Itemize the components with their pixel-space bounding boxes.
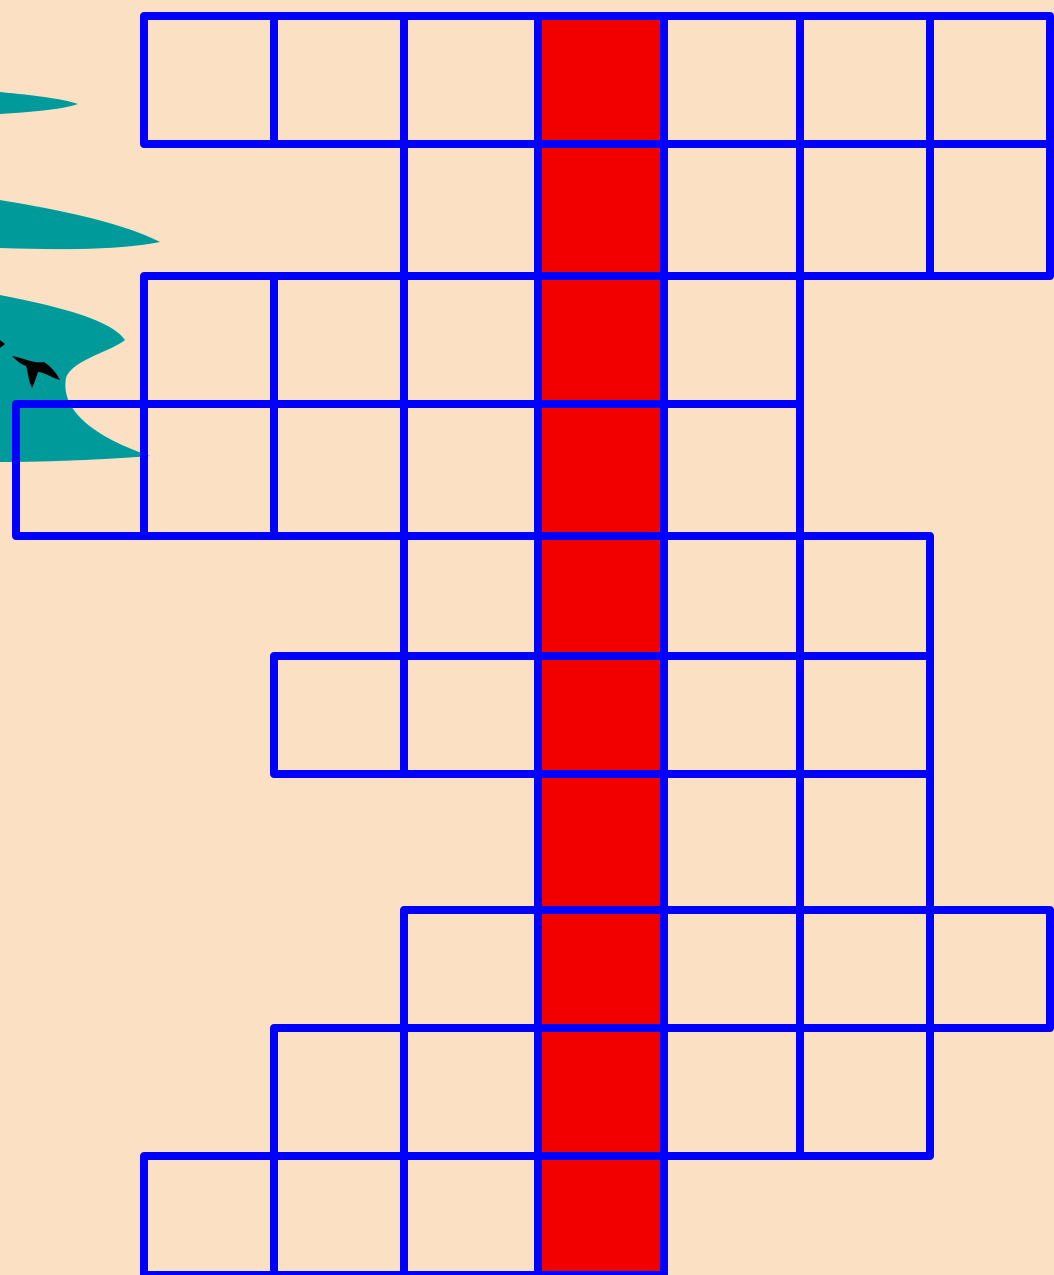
crossword-cell[interactable] (274, 276, 404, 404)
leaf-bottom (0, 295, 150, 462)
highlight-cell (538, 1156, 664, 1275)
highlight-cell (538, 16, 664, 144)
highlight-cell (538, 144, 664, 276)
crossword-cell[interactable] (800, 1028, 930, 1156)
crossword-cell[interactable] (404, 144, 538, 276)
highlight-cell (538, 656, 664, 774)
crossword-cell[interactable] (404, 1028, 538, 1156)
crossword-cell[interactable] (144, 16, 274, 144)
crossword-cell[interactable] (664, 276, 800, 404)
highlight-cell (538, 1028, 664, 1156)
leaf-middle (0, 200, 160, 249)
crossword-cell[interactable] (404, 910, 538, 1028)
crossword-cell[interactable] (930, 910, 1050, 1028)
crossword-cell[interactable] (800, 536, 930, 656)
crossword-cell[interactable] (274, 1156, 404, 1275)
crossword-cell[interactable] (274, 404, 404, 536)
crossword-cell[interactable] (404, 656, 538, 774)
crossword-cell[interactable] (404, 16, 538, 144)
crossword-cell[interactable] (664, 16, 800, 144)
highlight-cell (538, 774, 664, 910)
leaf-top (0, 92, 78, 114)
highlight-column (538, 16, 664, 1275)
crossword-cell[interactable] (404, 404, 538, 536)
crossword-cell[interactable] (664, 144, 800, 276)
crossword-cell[interactable] (930, 16, 1050, 144)
crossword-cell[interactable] (664, 1028, 800, 1156)
crossword-cell[interactable] (274, 16, 404, 144)
crossword-cell[interactable] (800, 774, 930, 910)
crossword-cell[interactable] (144, 404, 274, 536)
highlight-cell (538, 910, 664, 1028)
crossword-cell[interactable] (664, 774, 800, 910)
crossword-cell[interactable] (404, 1156, 538, 1275)
crossword-cell[interactable] (274, 656, 404, 774)
crossword-cell[interactable] (800, 144, 930, 276)
crossword-cell[interactable] (404, 536, 538, 656)
crossword-cell[interactable] (930, 144, 1050, 276)
crossword-cell[interactable] (144, 1156, 274, 1275)
crossword-cell[interactable] (144, 276, 274, 404)
crossword-grid (16, 16, 1050, 1275)
crossword-cell[interactable] (664, 536, 800, 656)
crossword-cell[interactable] (664, 910, 800, 1028)
highlight-cell (538, 276, 664, 404)
crossword-cell[interactable] (664, 656, 800, 774)
highlight-cell (538, 404, 664, 536)
crossword-cell[interactable] (800, 910, 930, 1028)
highlight-cell (538, 536, 664, 656)
crossword-cell[interactable] (800, 656, 930, 774)
crossword-cell[interactable] (664, 404, 800, 536)
crossword-cell[interactable] (404, 276, 538, 404)
crossword-cell[interactable] (274, 1028, 404, 1156)
crossword-cell[interactable] (800, 16, 930, 144)
